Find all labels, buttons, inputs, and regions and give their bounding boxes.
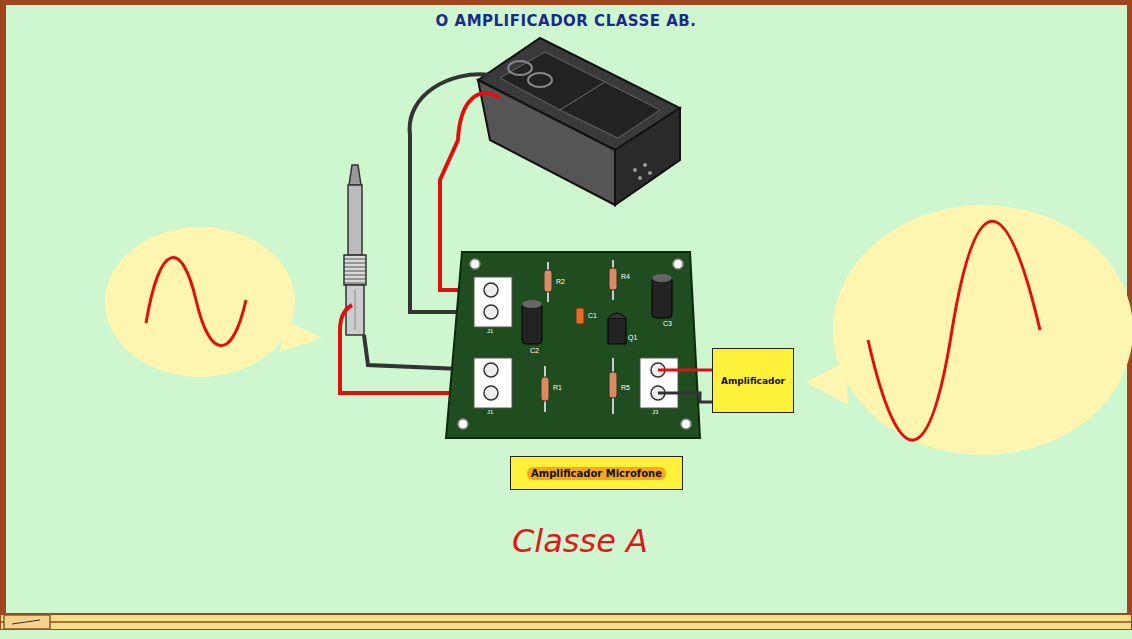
part-label: R4	[621, 273, 630, 280]
ground	[0, 630, 1132, 639]
input-bubble	[105, 227, 322, 377]
frame-top	[0, 0, 1132, 5]
part-label: R5	[621, 384, 630, 391]
eraser-mark	[12, 620, 40, 624]
mounting-holes	[458, 259, 691, 429]
caption-box: Amplificador Microfone	[510, 456, 683, 490]
connector-label: J1	[487, 328, 493, 334]
output-wire-black	[658, 393, 712, 402]
chalk-tray	[0, 614, 1132, 630]
amplifier-box: Amplificador	[712, 348, 794, 413]
part-label: C3	[663, 320, 672, 327]
title: O AMPLIFICADOR CLASSE AB.	[436, 12, 697, 30]
eraser	[4, 615, 50, 629]
battery-holder	[478, 38, 680, 205]
connector-label: J3	[652, 409, 658, 415]
terminal-j1-power	[474, 277, 512, 327]
class-label: Classe A	[512, 525, 648, 557]
capacitors	[522, 274, 672, 344]
resistor-symbol	[541, 260, 617, 414]
part-label: R2	[556, 278, 565, 285]
terminal-j1-input	[474, 358, 512, 408]
output-bubble	[806, 205, 1132, 455]
part-label: C1	[588, 312, 597, 319]
node-text: Amplificador Microfone	[527, 467, 666, 480]
tray-line	[0, 621, 1132, 623]
output-wire-red	[658, 369, 712, 372]
part-label: Q1	[628, 334, 637, 341]
node-text: Amplificador	[721, 376, 785, 386]
connector-label: J1	[487, 409, 493, 415]
transistor-symbol	[608, 313, 626, 344]
terminal-j3	[640, 358, 678, 408]
part-label: C2	[530, 347, 539, 354]
part-label: R1	[553, 384, 562, 391]
frame-left	[0, 0, 6, 630]
pcb	[446, 252, 700, 438]
